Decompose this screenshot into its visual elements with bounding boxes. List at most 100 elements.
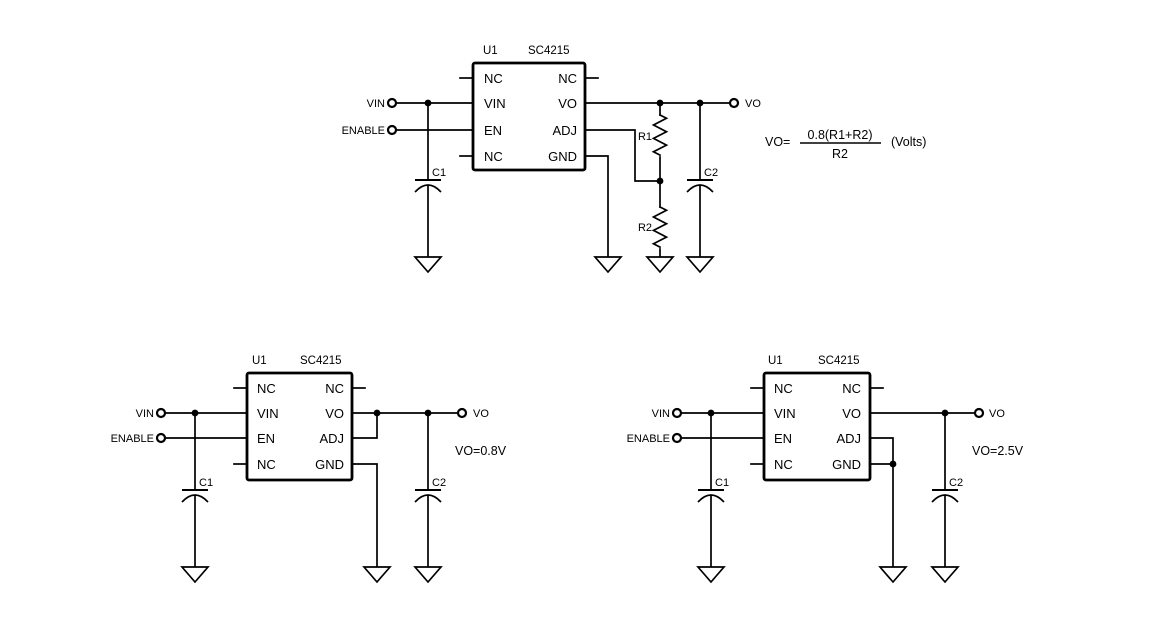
pin-label: NC [325, 381, 344, 396]
ground-icon [685, 256, 715, 274]
formula-numerator: 0.8(R1+R2) [808, 128, 873, 142]
capacitor-c1-arc [181, 494, 209, 503]
pin-label: ADJ [319, 431, 344, 446]
pin-label: NC [257, 381, 276, 396]
vin-label: VIN [136, 408, 154, 420]
c2-label: C2 [949, 477, 963, 489]
junction-dot [696, 99, 704, 107]
output-formula: VO= 0.8(R1+R2) R2 (Volts) [765, 128, 926, 161]
formula-unit: (Volts) [891, 135, 926, 149]
pin-label: VO [558, 96, 577, 111]
circuit-fixed-0v8: U1 SC4215 NC VIN EN NC NC VO ADJ GND VIN… [111, 355, 507, 584]
c1-label: C1 [432, 167, 446, 179]
junction-dot [191, 409, 199, 417]
junction-dot [656, 177, 664, 185]
vo-label: VO [745, 98, 761, 110]
ic-part-label: SC4215 [818, 355, 860, 367]
terminal-vo [728, 97, 740, 109]
pin-label: VO [842, 406, 861, 421]
ground-icon [593, 256, 623, 274]
formula-lhs: VO= [765, 135, 790, 149]
pin-label: VO [325, 406, 344, 421]
ic-body [245, 371, 354, 482]
junction-dot [373, 409, 381, 417]
pin-label: NC [484, 149, 503, 164]
pin-label: GND [315, 457, 344, 472]
capacitor-c2-arc [414, 494, 442, 503]
capacitor-c2-arc [686, 184, 714, 193]
capacitor-c1-arc [697, 494, 725, 503]
pin-label: GND [832, 457, 861, 472]
r2-label: R2 [638, 222, 652, 234]
junction-dot [941, 409, 949, 417]
junction-dot [656, 99, 664, 107]
pin-label: NC [484, 71, 503, 86]
pin-label: VIN [774, 406, 796, 421]
c2-label: C2 [432, 477, 446, 489]
c2-label: C2 [704, 167, 718, 179]
pin-label: VIN [257, 406, 279, 421]
vin-label: VIN [367, 98, 385, 110]
ground-icon [362, 566, 392, 584]
junction-dot [424, 409, 432, 417]
wire-gnd [351, 463, 378, 568]
vin-label: VIN [652, 408, 670, 420]
pin-label: EN [774, 431, 792, 446]
junction-dot [424, 99, 432, 107]
pin-label: EN [484, 123, 502, 138]
ic-ref-label: U1 [483, 45, 498, 57]
junction-dot [707, 409, 715, 417]
capacitor-c1-arc [414, 184, 442, 193]
ic-ref-label: U1 [768, 355, 783, 367]
output-voltage-note: VO=2.5V [972, 444, 1024, 458]
ic-ref-label: U1 [252, 355, 267, 367]
wire-gnd [869, 463, 894, 568]
pin-label: NC [558, 71, 577, 86]
ic-part-label: SC4215 [528, 45, 570, 57]
capacitor-c2-arc [931, 494, 959, 503]
pin-label: GND [548, 149, 577, 164]
resistor-r1 [651, 113, 669, 157]
formula-denominator: R2 [832, 147, 848, 161]
c1-label: C1 [199, 477, 213, 489]
ground-icon [878, 566, 908, 584]
ic-part-label: SC4215 [300, 355, 342, 367]
resistor-r2 [651, 205, 669, 249]
output-voltage-note: VO=0.8V [455, 444, 507, 458]
ic-body [762, 371, 872, 482]
circuit-adjustable: U1 SC4215 NC VIN EN NC NC VO ADJ GND VIN… [342, 45, 926, 274]
junction-dot [889, 460, 897, 468]
enable-label: ENABLE [627, 433, 670, 445]
terminal-enable [671, 432, 683, 444]
pin-label: NC [842, 381, 861, 396]
pin-label: ADJ [836, 431, 861, 446]
pin-label: ADJ [552, 123, 577, 138]
vo-label: VO [989, 408, 1005, 420]
ground-icon [645, 256, 675, 274]
ground-icon [696, 566, 726, 584]
terminal-vin [155, 407, 167, 419]
ground-icon [180, 566, 210, 584]
pin-label: NC [774, 381, 793, 396]
enable-label: ENABLE [111, 433, 154, 445]
c1-label: C1 [715, 477, 729, 489]
terminal-vin [386, 97, 398, 109]
pin-label: VIN [484, 96, 506, 111]
wire-adj [584, 129, 661, 182]
pin-label: NC [257, 457, 276, 472]
terminal-vin [671, 407, 683, 419]
terminal-vo [973, 407, 985, 419]
wire-gnd [584, 155, 609, 258]
ground-icon [930, 566, 960, 584]
pin-label: EN [257, 431, 275, 446]
ic-body [471, 61, 587, 172]
ground-icon [413, 566, 443, 584]
enable-label: ENABLE [342, 125, 385, 137]
terminal-enable [386, 124, 398, 136]
pin-label: NC [774, 457, 793, 472]
wire-adj [869, 437, 894, 465]
ground-icon [413, 256, 443, 274]
r1-label: R1 [638, 131, 652, 143]
